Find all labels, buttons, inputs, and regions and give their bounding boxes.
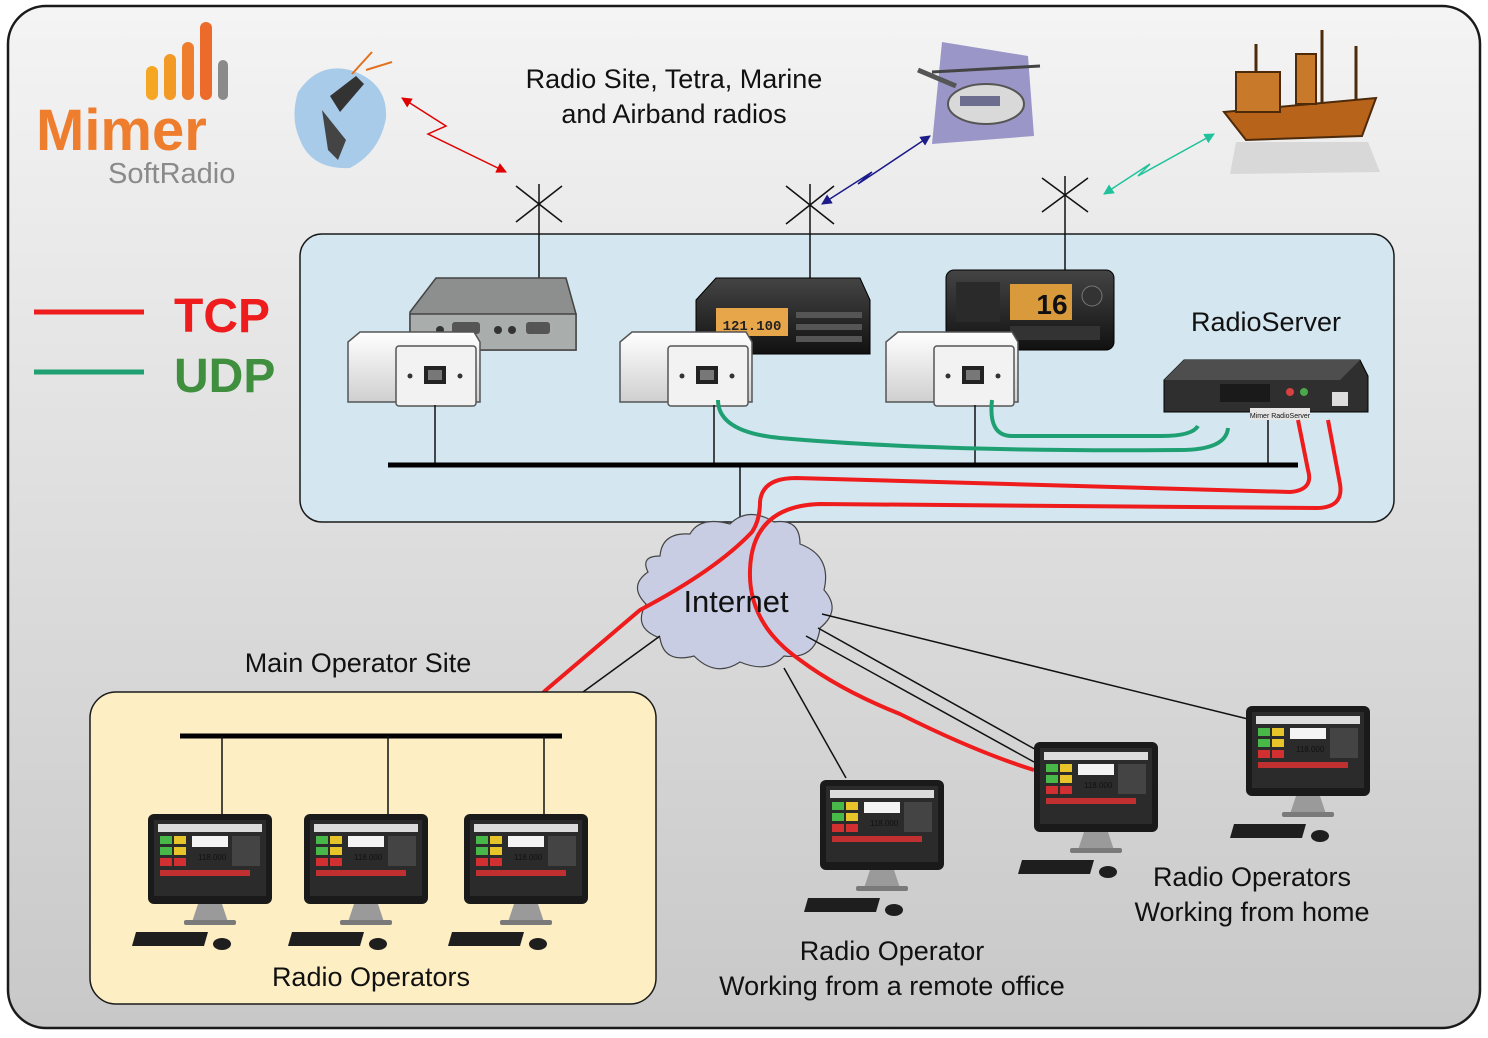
server-badge: Mimer RadioServer	[1250, 413, 1311, 420]
radio-site-label-line2: and Airband radios	[561, 99, 786, 129]
screen-frequency-labels: 118.000 118.000 118.000 118.000 118.000 …	[198, 745, 1325, 862]
mimer-logo: Mimer SoftRadio	[36, 22, 235, 190]
radio-site-label-line1: Radio Site, Tetra, Marine	[526, 64, 823, 94]
helicopter-icon	[917, 42, 1041, 144]
ship-icon	[1222, 30, 1380, 174]
radio-operators-label: Radio Operators	[272, 962, 470, 992]
legend-udp-label: UDP	[174, 350, 275, 403]
marine-radio: 16	[945, 269, 1115, 351]
legend-tcp-label: TCP	[174, 290, 270, 343]
antenna-icon	[1041, 176, 1089, 272]
remote-operator-label-line2: Working from a remote office	[719, 971, 1065, 1001]
main-site-drops	[221, 736, 545, 814]
remote-operator-label-line1: Radio Operator	[800, 936, 985, 966]
legend: TCP UDP	[34, 290, 275, 403]
interface-box-icon	[619, 331, 753, 407]
airband-display: 121.100	[723, 319, 782, 335]
screen-frequency: 118.000	[354, 853, 383, 862]
logo-product: SoftRadio	[108, 158, 235, 190]
screen-frequency: 118.000	[1084, 781, 1113, 790]
tcp-link-home	[747, 419, 1343, 772]
screen-frequency: 118.000	[1296, 745, 1325, 754]
screen-frequency: 118.000	[514, 853, 543, 862]
udp-link-airband	[716, 399, 1230, 453]
server-icon: Mimer RadioServer	[1163, 359, 1369, 420]
marine-display: 16	[1036, 289, 1067, 320]
logo-brand: Mimer	[36, 98, 207, 163]
interface-box-icon	[347, 331, 481, 407]
antenna-icon	[785, 184, 835, 280]
wireless-link-ship	[1103, 133, 1215, 195]
screen-frequency: 118.000	[198, 853, 227, 862]
home-operators-label-line2: Working from home	[1134, 897, 1369, 927]
udp-link-marine	[989, 399, 1200, 438]
main-site-label: Main Operator Site	[245, 648, 472, 678]
walkie-talkie-icon	[294, 51, 393, 169]
wireless-link-helicopter	[821, 135, 931, 205]
wireless-link-walkie	[401, 97, 507, 173]
screen-frequency: 118.000	[870, 819, 899, 828]
antenna-icon	[515, 184, 563, 280]
radioserver-label: RadioServer	[1191, 307, 1341, 337]
interface-box-icon	[885, 331, 1019, 407]
home-operators-label-line1: Radio Operators	[1153, 862, 1351, 892]
internet-label: Internet	[683, 584, 789, 619]
